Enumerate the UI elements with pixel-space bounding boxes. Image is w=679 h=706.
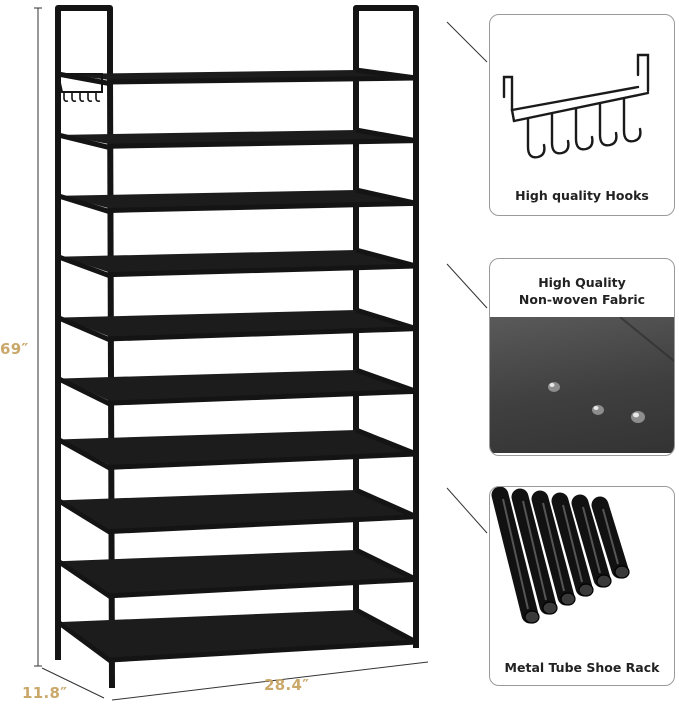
dimension-lines bbox=[34, 7, 429, 701]
rack-shelf bbox=[62, 310, 414, 337]
rack-front-bar bbox=[109, 138, 417, 149]
rack-front-bar bbox=[109, 75, 417, 85]
rack-shelf bbox=[62, 70, 414, 80]
rack-shelf bbox=[62, 430, 414, 466]
rack-side-bar bbox=[355, 427, 417, 457]
rack-shelf bbox=[62, 130, 414, 145]
hooks-feature-panel: High quality Hooks bbox=[489, 14, 675, 216]
fabric-texture bbox=[490, 317, 674, 453]
hooks-icon bbox=[502, 53, 650, 159]
side-hook bbox=[87, 92, 93, 102]
metal-tube-end bbox=[578, 583, 594, 597]
metal-tube-highlight bbox=[502, 498, 529, 610]
metal-tube-end bbox=[560, 592, 576, 606]
fabric-feature-panel: High Quality Non-woven Fabric bbox=[489, 258, 675, 456]
rack-front-bar bbox=[109, 326, 417, 342]
side-hooks-icon bbox=[56, 73, 103, 93]
rack-shelf bbox=[62, 190, 414, 209]
rack-front-bar bbox=[109, 388, 417, 406]
rack-shelf bbox=[62, 490, 414, 530]
rack-side-bar bbox=[355, 367, 417, 394]
rack-side-bar bbox=[57, 132, 113, 151]
rack-front-bar bbox=[109, 576, 417, 599]
metal-tube-caption: Metal Tube Shoe Rack bbox=[504, 660, 660, 675]
rack-front-bar bbox=[109, 451, 417, 470]
rack-side-bar bbox=[354, 487, 418, 519]
metal-tube-end bbox=[524, 610, 540, 624]
metal-tube-feature-panel: Metal Tube Shoe Rack bbox=[489, 486, 675, 686]
rack-shelf bbox=[62, 370, 414, 402]
rack-post bbox=[353, 5, 419, 72]
metal-tube-highlight bbox=[562, 504, 583, 583]
rack-side-bar bbox=[354, 547, 418, 582]
rack-side-bar bbox=[56, 437, 114, 472]
side-hook bbox=[79, 92, 85, 102]
rack-front-bar bbox=[109, 514, 417, 535]
side-hook bbox=[95, 92, 101, 102]
fabric-caption-line2: Non-woven Fabric bbox=[518, 292, 646, 307]
metal-tube-end bbox=[542, 601, 558, 615]
metal-tubes-icon bbox=[491, 487, 630, 624]
rack-frame bbox=[55, 5, 419, 689]
rack-side-bar bbox=[57, 193, 113, 215]
rack-side-bar bbox=[56, 498, 114, 536]
metal-tube-highlight bbox=[582, 506, 601, 574]
metal-tube-end bbox=[614, 565, 630, 579]
water-droplet-icon bbox=[548, 382, 560, 392]
rack-front-bar bbox=[109, 263, 417, 278]
rack-side-bar bbox=[355, 247, 417, 269]
fabric-caption-line1: High Quality bbox=[538, 275, 626, 290]
metal-tube-highlight bbox=[522, 500, 547, 601]
rack-post bbox=[55, 5, 113, 72]
rack-side-bar bbox=[57, 254, 113, 280]
rack-front-bar bbox=[109, 639, 417, 663]
rack-side-bar bbox=[57, 315, 113, 344]
water-droplet-icon bbox=[592, 405, 604, 415]
metal-tube-end bbox=[596, 574, 612, 588]
rack-side-bar bbox=[56, 559, 114, 600]
water-droplet-icon bbox=[631, 411, 645, 423]
metal-tube-highlight bbox=[542, 502, 565, 592]
rack-shelf bbox=[62, 610, 414, 658]
rack-side-bar bbox=[56, 619, 114, 665]
side-hook bbox=[63, 92, 69, 102]
metal-tube-highlight bbox=[602, 508, 619, 565]
rack-shelf bbox=[62, 250, 414, 273]
hooks-caption: High quality Hooks bbox=[515, 188, 649, 203]
depth-dimension-label: 11.8″ bbox=[22, 684, 68, 702]
rack-shelf bbox=[62, 550, 414, 594]
rack-side-bar bbox=[56, 376, 114, 408]
side-hook bbox=[71, 92, 77, 102]
water-droplets bbox=[548, 317, 674, 423]
rack-side-bar bbox=[354, 607, 418, 645]
width-dimension-label: 28.4″ bbox=[264, 676, 310, 694]
rack-front-bar bbox=[109, 200, 417, 213]
rack-side-bar bbox=[355, 307, 417, 332]
height-dimension-label: 69″ bbox=[0, 340, 29, 358]
